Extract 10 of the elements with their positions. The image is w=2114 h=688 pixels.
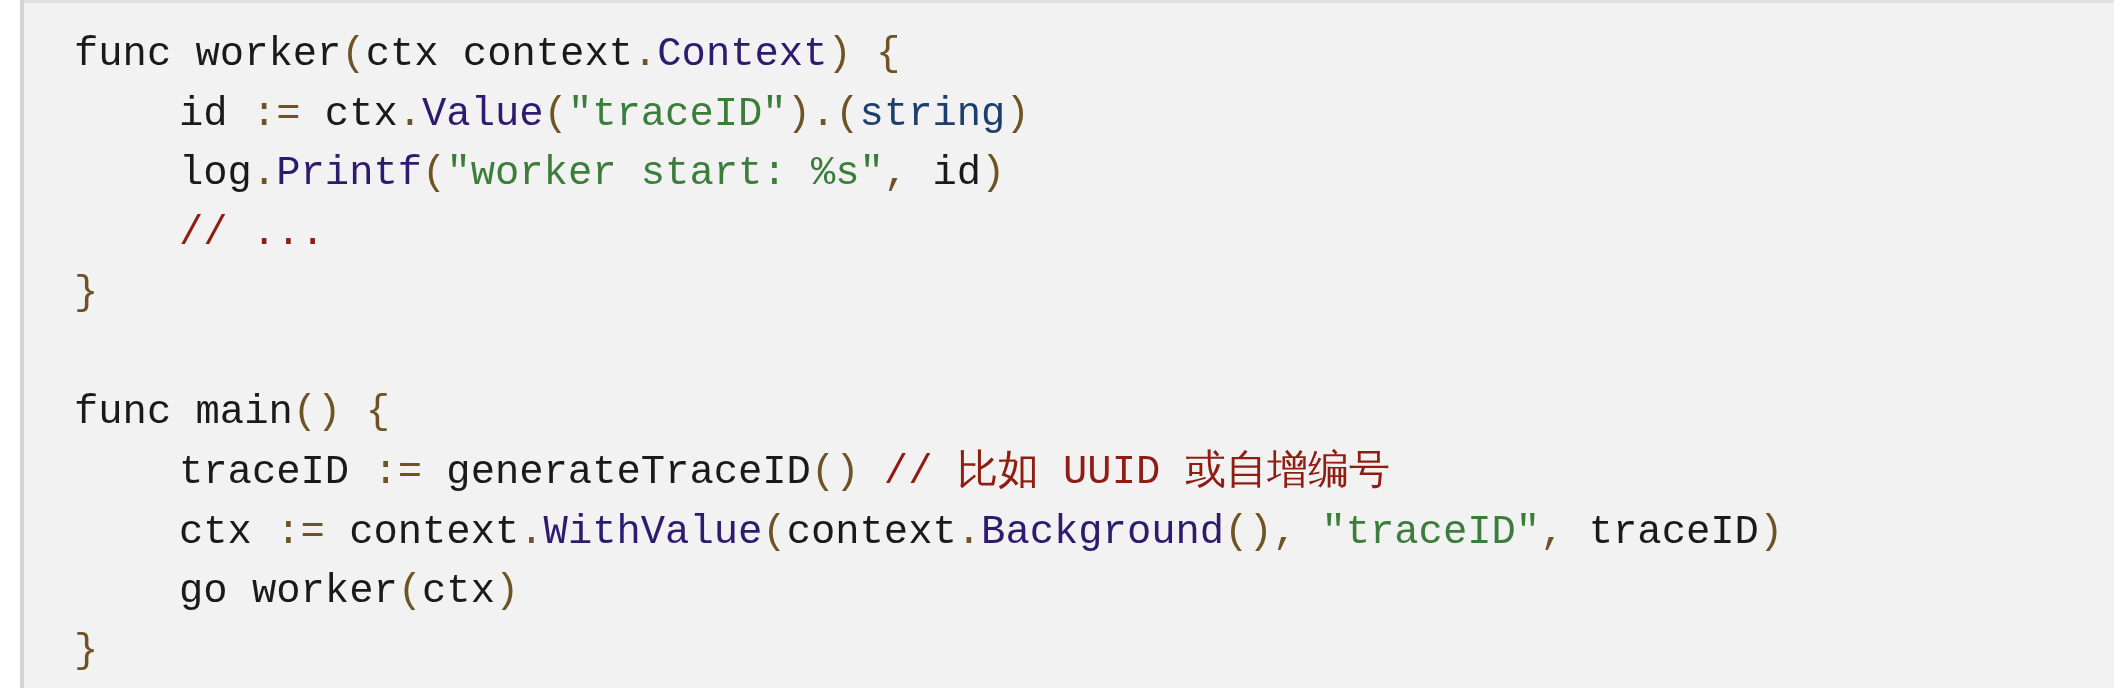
code-comment: // ... [179,209,325,259]
code-line: traceID := generateTraceID() // 比如 UUID 或自增编号 [179,447,1390,497]
code-line: id := ctx.Value("traceID").(string) [179,89,1030,139]
code-line: } [74,627,99,676]
code-line: func worker(ctx context.Context) { [74,30,901,79]
code-line: ctx := context.WithValue(context.Background(), "traceID", traceID) [179,507,1784,557]
code-line: func main() { [74,388,390,438]
code-line: } [74,268,99,318]
code-line: log.Printf("worker start: %s", id) [179,149,1006,199]
code-line: go worker(ctx) [179,567,520,617]
